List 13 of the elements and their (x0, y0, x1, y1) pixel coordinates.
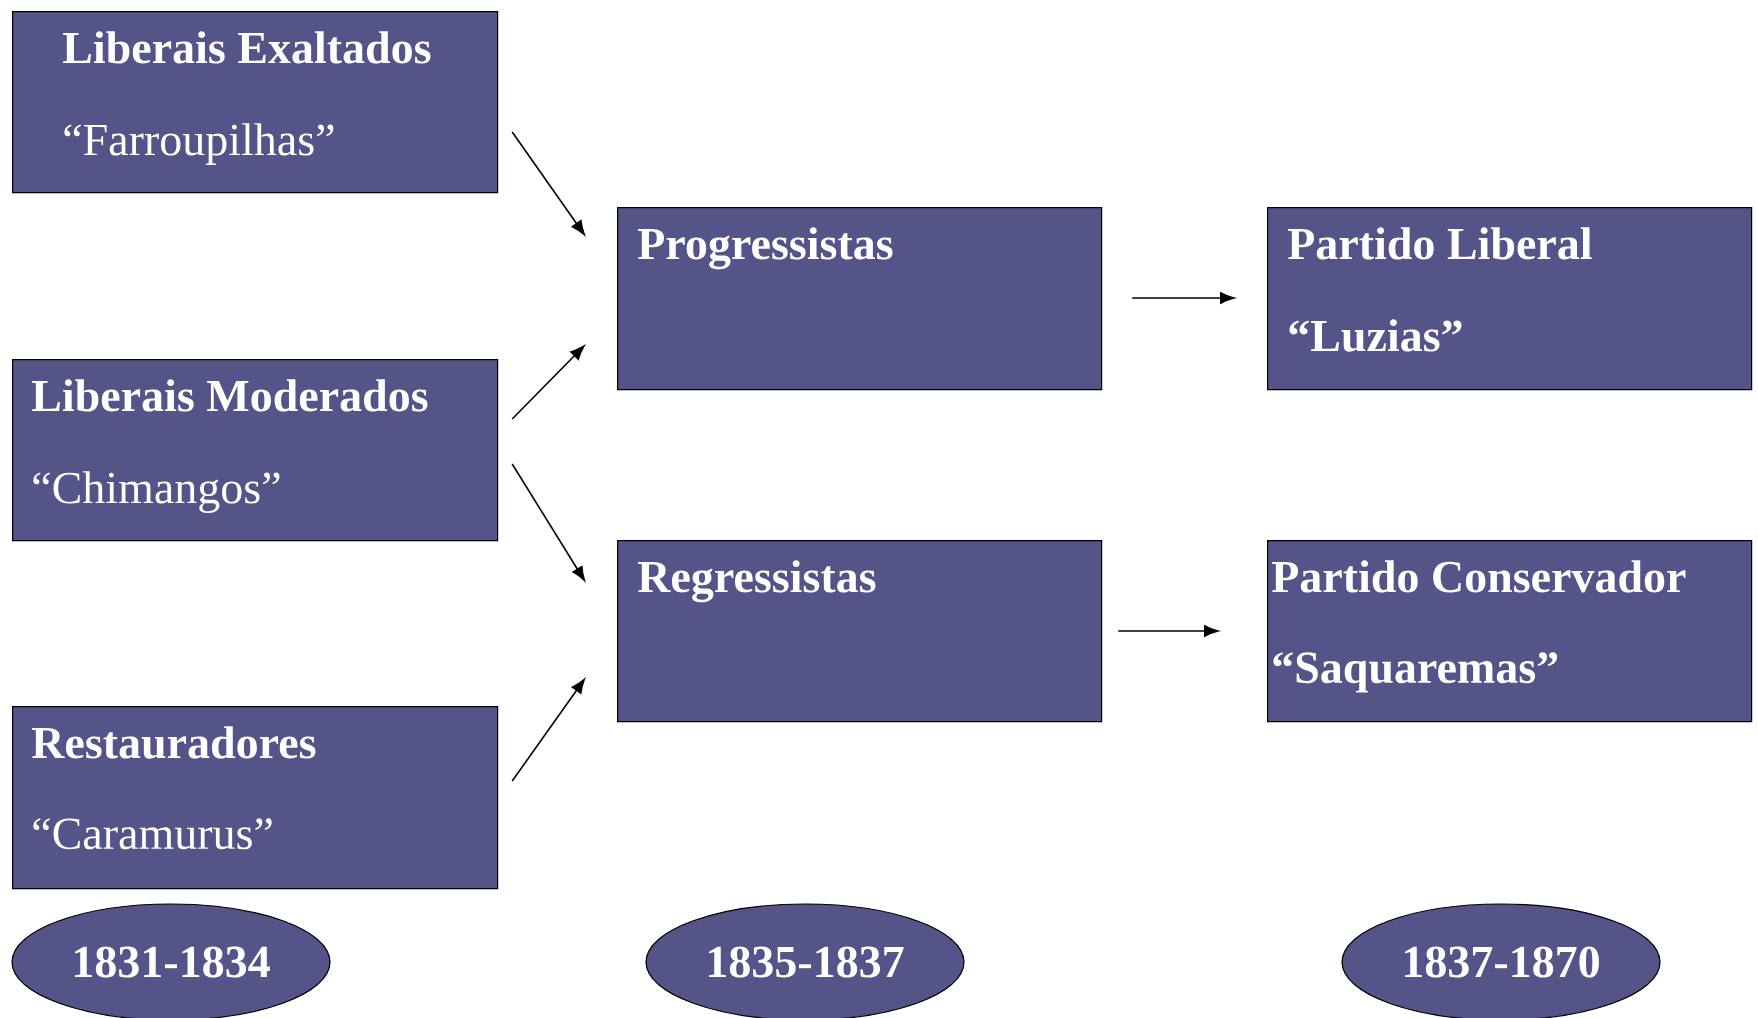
arrow (1117, 625, 1219, 637)
arrow (511, 463, 586, 582)
party-box: Restauradores “Caramurus” (12, 706, 499, 890)
arrow (511, 678, 585, 782)
party-box: Progressistas (617, 207, 1103, 391)
party-box: Regressistas (617, 540, 1103, 723)
party-box: Partido Liberal “Luzias” (1267, 207, 1753, 391)
arrow (1131, 292, 1235, 304)
party-box: Liberais Exaltados “Farroupilhas” (12, 11, 499, 194)
arrow (511, 131, 585, 236)
party-box: Partido Conservador “Saquaremas” (1267, 540, 1753, 723)
arrow (511, 345, 585, 420)
party-box: Liberais Moderados “Chimangos” (12, 359, 499, 542)
